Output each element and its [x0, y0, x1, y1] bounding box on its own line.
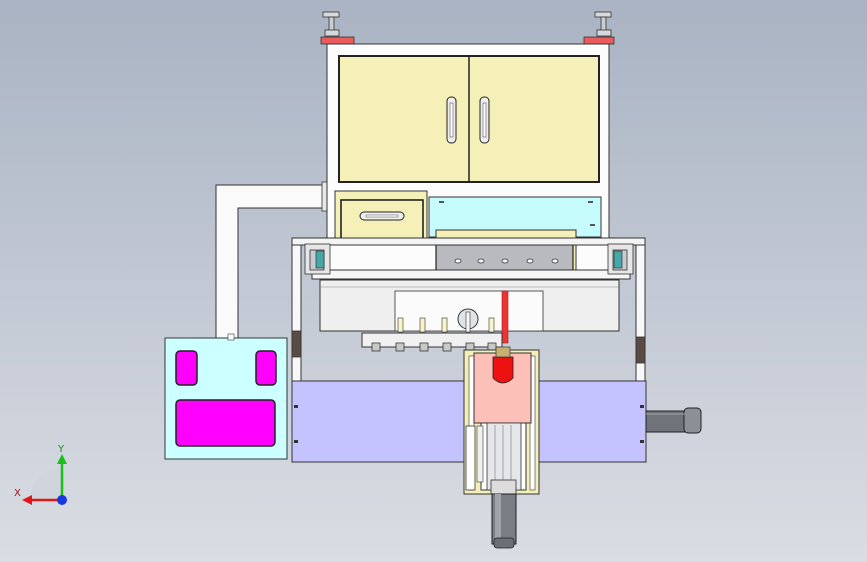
machine-frame [291, 237, 646, 383]
right-motor [645, 407, 702, 434]
bearing-block-right [607, 243, 634, 275]
pressure-gauge-icon [457, 308, 479, 333]
red-nozzle-icon [492, 346, 514, 384]
indicator-light-2[interactable] [477, 258, 485, 264]
bottom-motor [490, 479, 517, 549]
control-panel [435, 229, 577, 272]
rail-base-screws [294, 405, 644, 443]
red-feed-rod [501, 290, 509, 344]
door-handle-right-icon[interactable] [479, 96, 490, 144]
indicator-light-1[interactable] [454, 258, 462, 264]
bearing-block-left [304, 243, 331, 275]
indicator-light-4[interactable] [526, 258, 534, 264]
fitting-tubes [397, 317, 495, 333]
leveling-foot-left [320, 11, 355, 45]
axis-x-label: X [14, 488, 21, 499]
control-box [164, 333, 288, 460]
drawer-handle-icon[interactable] [359, 211, 405, 221]
door-handle-left-icon[interactable] [446, 96, 457, 144]
indicator-light-5[interactable] [551, 258, 559, 264]
leveling-foot-right [583, 11, 615, 45]
magenta-window-bottom [175, 399, 276, 447]
manifold [361, 332, 503, 352]
indicator-lights [454, 258, 559, 264]
magenta-window-top-right [255, 350, 277, 386]
axis-y-label: Y [57, 444, 65, 455]
nozzle-row [371, 342, 497, 352]
linear-guide [465, 422, 527, 491]
coordinate-triad-icon [22, 454, 67, 505]
cabinet-doors[interactable] [338, 55, 600, 183]
magenta-window-top-left [175, 350, 198, 386]
indicator-light-3[interactable] [501, 258, 509, 264]
